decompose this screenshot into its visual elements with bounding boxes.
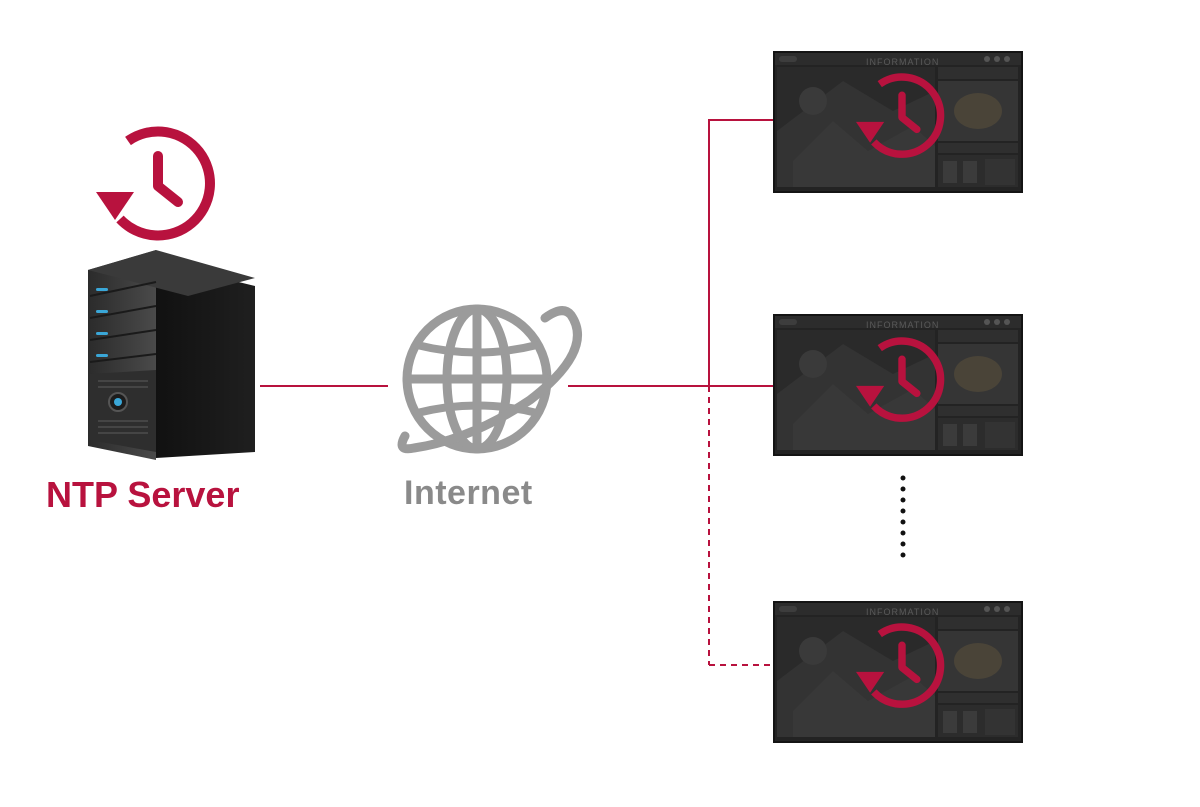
clock-sync-icon	[96, 131, 210, 235]
globe-icon	[397, 304, 582, 454]
display-2-title: INFORMATION	[866, 320, 940, 330]
ntp-server-label: NTP Server	[46, 474, 240, 515]
display-2	[773, 314, 1023, 456]
connection-lines	[260, 119, 773, 666]
internet-label: Internet	[404, 474, 533, 512]
server-tower-icon	[88, 250, 255, 460]
display-3	[773, 601, 1023, 743]
display-3-title: INFORMATION	[866, 607, 940, 617]
display-1	[773, 51, 1023, 193]
more-displays-ellipsis	[900, 475, 906, 558]
display-1-title: INFORMATION	[866, 57, 940, 67]
